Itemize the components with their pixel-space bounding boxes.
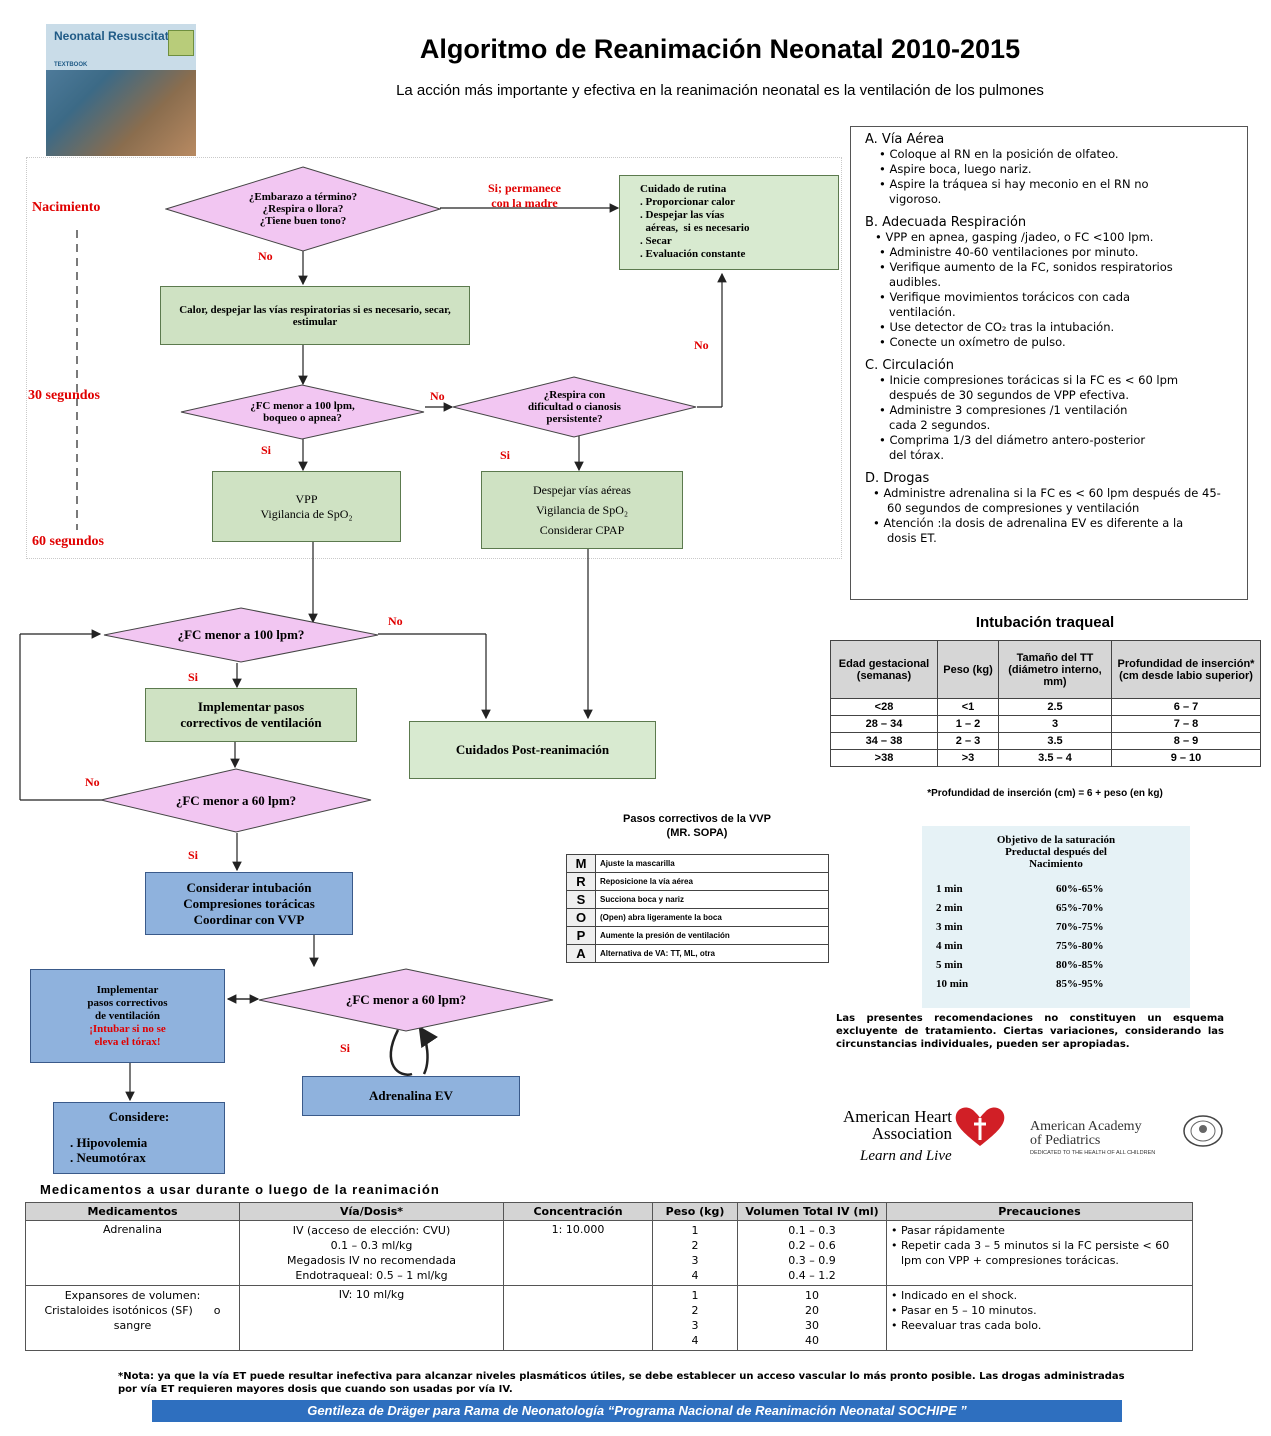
first-minute-zone (26, 157, 842, 559)
table-row: Expansores de volumen:Cristaloides isotó… (25, 1285, 1193, 1351)
section-drugs-title: D. Drogas (865, 471, 930, 486)
aha-heart-icon (955, 1107, 1005, 1146)
label-no-1: No (258, 249, 273, 263)
page-title: Algoritmo de Reanimación Neonatal 2010-2… (419, 34, 1021, 64)
footer-banner: Gentileza de Dräger para Rama de Neonato… (152, 1400, 1122, 1422)
label-si-4: Si (188, 848, 199, 862)
post-resuscitation-box: Cuidados Post-reanimación (409, 721, 656, 779)
section-airway-title: A. Vía Aérea (865, 132, 945, 147)
label-si-5: Si (340, 1041, 351, 1055)
warm-dry-stimulate-box: Calor, despejar las vías respiratorias s… (160, 286, 470, 345)
label-si-3: Si (188, 670, 199, 684)
aap-seal-icon (1183, 1115, 1223, 1147)
label-birth: Nacimiento (32, 200, 101, 215)
label-no-3: No (430, 389, 445, 403)
decision-hr-under-60-repeat: ¿FC menor a 60 lpm? (258, 968, 554, 1032)
label-no-2: No (694, 338, 709, 352)
intubation-table: Edad gestacional (semanas) Peso (kg) Tam… (830, 640, 1261, 767)
intubation-note: *Profundidad de inserción (cm) = 6 + pes… (927, 788, 1163, 799)
label-no-4: No (388, 614, 403, 628)
decision-hr-under-60: ¿FC menor a 60 lpm? (100, 768, 372, 833)
aap-tagline: DEDICATED TO THE HEALTH OF ALL CHILDREN (1030, 1150, 1156, 1156)
label-30-seconds: 30 segundos (28, 388, 100, 403)
aha-tagline: Learn and Live (860, 1148, 952, 1164)
page-subtitle: La acción más importante y efectiva en l… (396, 82, 1044, 99)
intubation-title: Intubación traqueal (975, 614, 1115, 631)
meds-table: Medicamentos Vía/Dosis* Concentración Pe… (25, 1202, 1193, 1351)
decision-hr-under-100: ¿FC menor a 100 lpm? (103, 607, 379, 663)
consider-box: Considere: . Hipovolemia. Neumotórax (53, 1102, 225, 1174)
adrenaline-box: Adrenalina EV (302, 1076, 520, 1116)
decision-hr-under-100-apnea: ¿FC menor a 100 lpm,boqueo o apnea? (180, 384, 425, 440)
label-si-2: Si (500, 448, 511, 462)
abcd-panel: A. Vía Aérea • Coloque al RN en la posic… (850, 126, 1248, 600)
sopa-title: Pasos correctivos de la VVP(MR. SOPA) (623, 813, 771, 839)
label-si-1: Si (261, 443, 272, 457)
meds-note: *Nota: ya que la vía ET puede resultar i… (118, 1371, 1125, 1395)
section-breathing-title: B. Adecuada Respiración (865, 215, 1027, 230)
meds-title: Medicamentos a usar durante o luego de l… (40, 1182, 440, 1197)
flow-connectors (19, 203, 727, 1102)
disclaimer-text: Las presentes recomendaciones no constit… (836, 1013, 1224, 1050)
decision-term-breathing-tone: ¿Embarazo a término?¿Respira o llora?¿Ti… (165, 166, 441, 252)
label-60-seconds: 60 segundos (32, 534, 104, 549)
textbook-cover-image: Neonatal Resuscitation TEXTBOOK (46, 24, 196, 156)
table-row: Adrenalina IV (acceso de elección: CVU)0… (25, 1220, 1193, 1286)
label-no-5: No (85, 775, 100, 789)
routine-care-box: Cuidado de rutina. Proporcionar calor. D… (619, 175, 839, 270)
textbook-logo-icon (168, 30, 194, 56)
section-circulation-title: C. Circulación (865, 358, 955, 373)
